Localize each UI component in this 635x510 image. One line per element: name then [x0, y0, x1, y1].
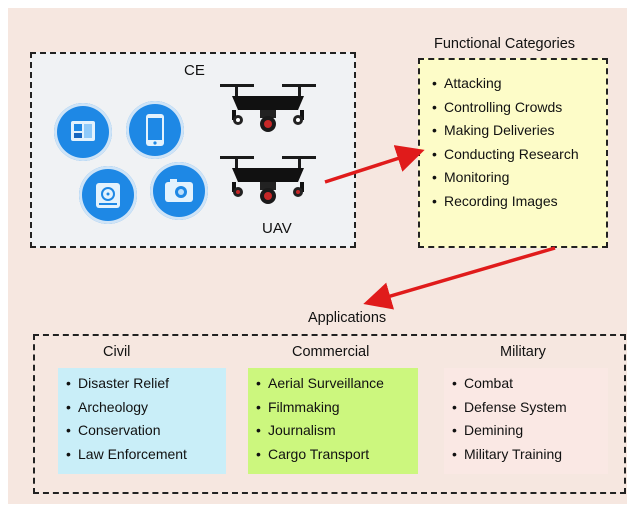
list-item: Archeology [66, 396, 187, 420]
list-item: Filmmaking [256, 396, 384, 420]
list-item: Making Deliveries [432, 119, 579, 143]
list-item: Monitoring [432, 166, 579, 190]
functional-to-applications-arrow [363, 246, 556, 310]
tablet-icon [54, 103, 112, 161]
civil-title: Civil [103, 344, 131, 360]
list-item: Journalism [256, 419, 384, 443]
commercial-box: Aerial Surveillance Filmmaking Journalis… [248, 368, 418, 474]
drone-icon [220, 84, 316, 132]
ce-label: CE [184, 62, 205, 79]
list-item: Aerial Surveillance [256, 372, 384, 396]
list-item: Disaster Relief [66, 372, 187, 396]
list-item: Controlling Crowds [432, 96, 579, 120]
list-item: Conservation [66, 419, 187, 443]
list-item: Recording Images [432, 190, 579, 214]
smartphone-icon [126, 101, 184, 159]
military-title: Military [500, 344, 546, 360]
applications-title: Applications [308, 310, 387, 326]
commercial-title: Commercial [292, 344, 370, 360]
list-item: Cargo Transport [256, 443, 384, 467]
list-item: Defense System [452, 396, 567, 420]
functional-categories-list: Attacking Controlling Crowds Making Deli… [432, 72, 579, 214]
military-box: Combat Defense System Demining Military … [444, 368, 608, 474]
civil-box: Disaster Relief Archeology Conservation … [58, 368, 226, 474]
applications-box [33, 334, 626, 494]
list-item: Combat [452, 372, 567, 396]
military-list: Combat Defense System Demining Military … [452, 372, 567, 466]
list-item: Demining [452, 419, 567, 443]
uav-label: UAV [262, 220, 292, 237]
functional-categories-title: Functional Categories [434, 36, 576, 52]
civil-list: Disaster Relief Archeology Conservation … [66, 372, 187, 466]
drone-icon [220, 156, 316, 204]
hard-drive-icon [79, 166, 137, 224]
list-item: Military Training [452, 443, 567, 467]
list-item: Attacking [432, 72, 579, 96]
list-item: Conducting Research [432, 143, 579, 167]
camera-icon [150, 162, 208, 220]
list-item: Law Enforcement [66, 443, 187, 467]
commercial-list: Aerial Surveillance Filmmaking Journalis… [256, 372, 384, 466]
uav-to-functional-arrow [324, 145, 425, 184]
